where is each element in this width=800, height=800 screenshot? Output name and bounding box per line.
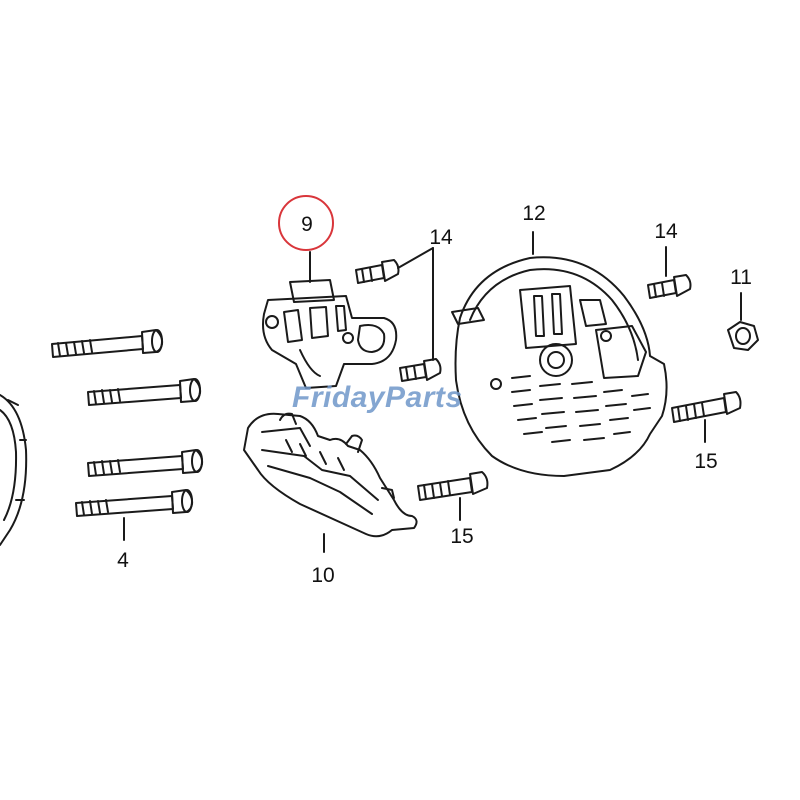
- rear-cover-12: [451, 231, 668, 477]
- nut-11: [727, 292, 759, 351]
- callout-14-right: 14: [654, 220, 678, 243]
- small-bolts-14: [355, 246, 692, 382]
- rectifier-10: [243, 412, 418, 553]
- callout-12: 12: [522, 202, 546, 225]
- callout-14-left: 14: [429, 226, 453, 249]
- callout-15-right: 15: [694, 450, 718, 473]
- highlight-circle: [278, 195, 334, 251]
- regulator-brush-holder-9: [262, 251, 398, 389]
- callout-10: 10: [311, 564, 335, 587]
- callout-4: 4: [117, 549, 129, 572]
- long-bolts-4: [51, 329, 204, 541]
- callout-11: 11: [730, 266, 752, 289]
- watermark-logo: FridayParts: [292, 381, 463, 414]
- callout-9: 9: [301, 213, 313, 236]
- housing-partial: [0, 394, 28, 546]
- medium-bolts-15: [417, 391, 742, 521]
- callout-15-left: 15: [450, 525, 474, 548]
